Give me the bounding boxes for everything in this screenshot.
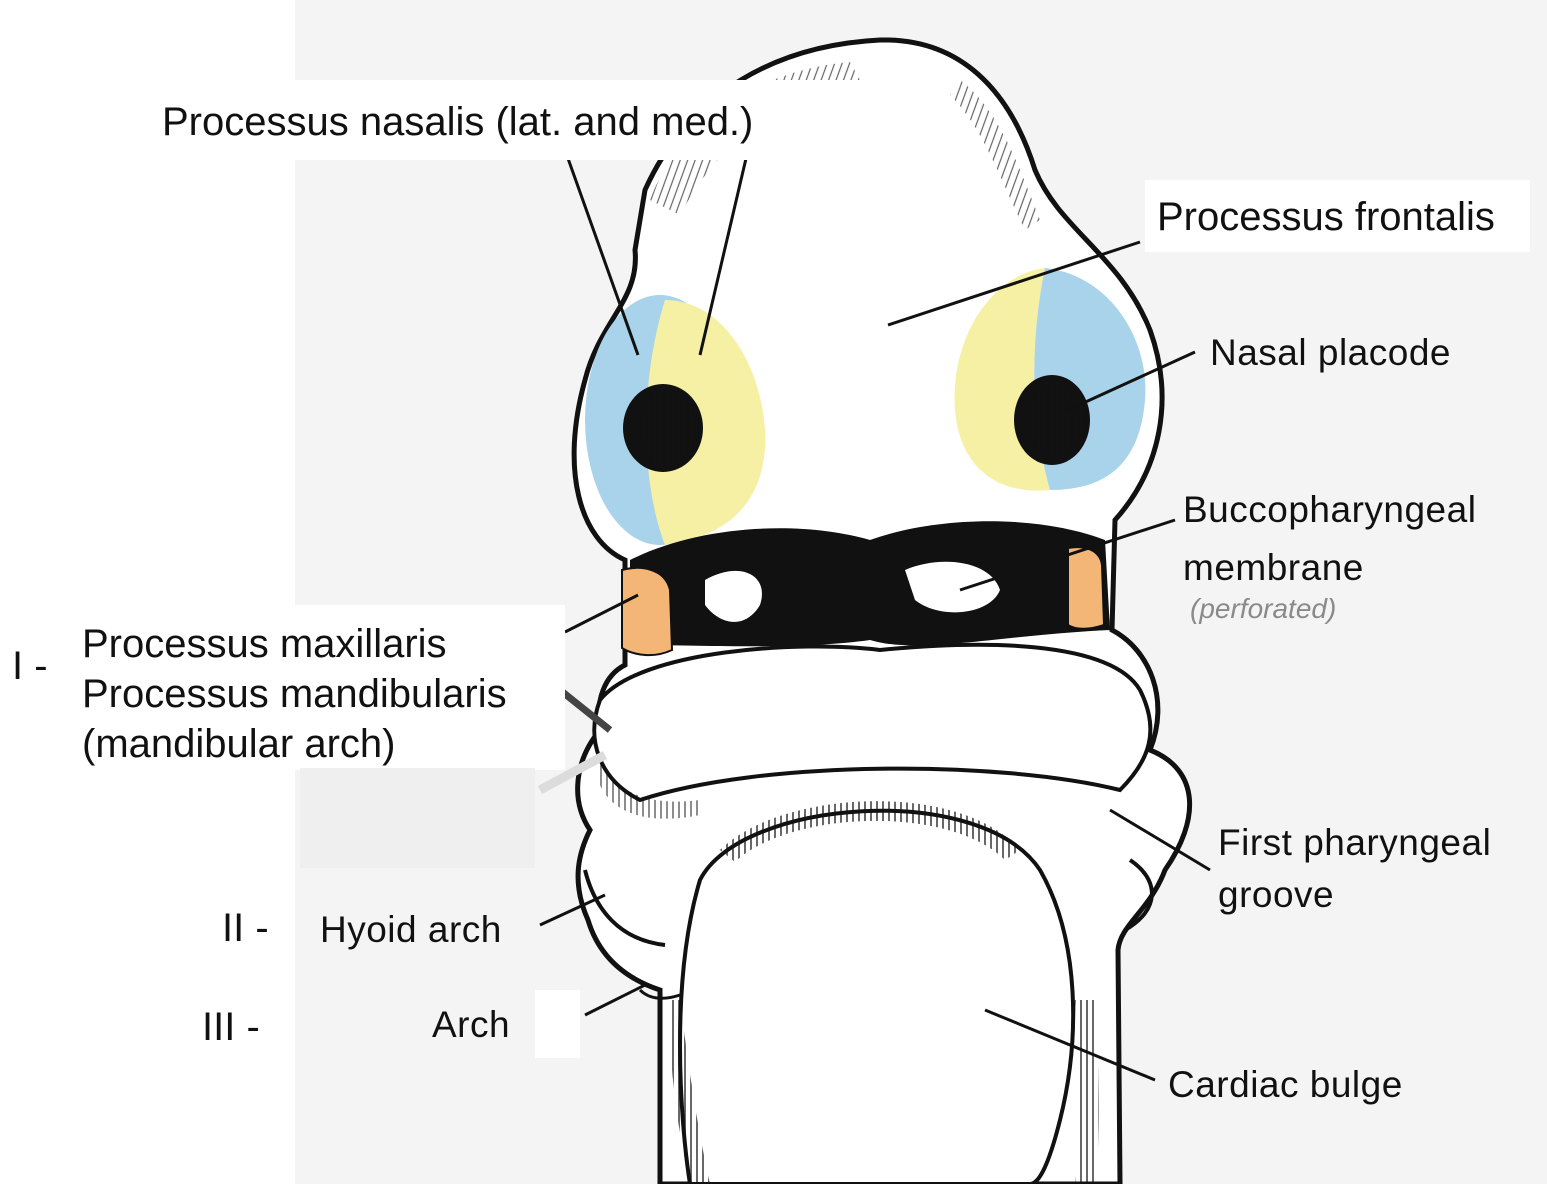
label-bucco-note: (perforated) <box>1190 594 1336 625</box>
label-mandibular: Processus mandibularis <box>82 672 507 716</box>
mask-grey-box <box>300 768 535 868</box>
label-first-groove-line2: groove <box>1218 875 1334 916</box>
label-cardiac-bulge: Cardiac bulge <box>1168 1065 1403 1106</box>
label-first-groove-line1: First pharyngeal <box>1218 823 1491 864</box>
cardiac-bulge-outline <box>680 811 1073 1184</box>
label-arch: Arch <box>432 1005 510 1046</box>
label-maxillary: Processus maxillaris <box>82 622 447 666</box>
numeral-first-arch: I - <box>12 644 48 688</box>
label-nasal-placode: Nasal placode <box>1210 333 1451 374</box>
mask-arch-label <box>535 990 580 1058</box>
label-mandibular-arch: (mandibular arch) <box>82 722 395 766</box>
label-hyoid-arch: Hyoid arch <box>320 910 502 951</box>
numeral-third-arch: III - <box>202 1005 260 1049</box>
numeral-second-arch: II - <box>222 906 269 950</box>
label-nasal-processes: Processus nasalis (lat. and med.) <box>162 100 753 144</box>
label-bucco-line2: membrane <box>1183 548 1364 589</box>
right-maxillary-process <box>1068 547 1104 629</box>
label-bucco-line1: Buccopharyngeal <box>1183 490 1476 531</box>
label-frontal-process: Processus frontalis <box>1157 195 1495 239</box>
left-maxillary-process <box>622 568 672 655</box>
stomodeum-hatching <box>760 545 900 635</box>
